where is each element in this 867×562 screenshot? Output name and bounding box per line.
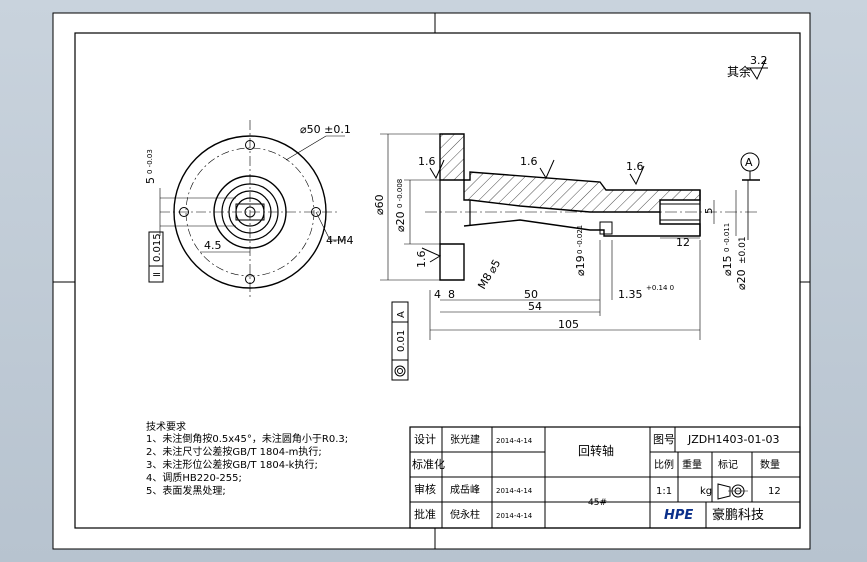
dim-135-tol: +0.14 0 [646, 284, 674, 292]
dim-d20: ⌀20 [394, 211, 407, 232]
dim-d19: ⌀19 [574, 255, 587, 276]
mark-label: 标记 [718, 459, 738, 471]
drawing-no-label: 图号 [653, 433, 675, 446]
tech-item: 4、调质HB220-255; [146, 472, 242, 484]
tech-requirements: 技术要求 1、未注倒角按0.5x45°，未注圆角小于R0.3; 2、未注尺寸公差… [146, 420, 348, 497]
weight-label: 重量 [682, 458, 702, 471]
dim-d15: ⌀15 [721, 255, 734, 276]
flatness-value: 0.015 [152, 233, 163, 262]
approve-label: 批准 [414, 507, 436, 521]
flatness-symbol: = [152, 268, 161, 281]
frame-ticks [53, 13, 810, 549]
dim-d20-tol: 0 -0.008 [396, 179, 404, 208]
dim-4: 4 [434, 288, 441, 301]
flatness-frame: = 0.015 [148, 231, 164, 283]
datum-a-label: A [745, 156, 753, 169]
qty-label: 数量 [760, 458, 780, 471]
dim-d20b: ⌀20 [735, 269, 748, 290]
front-view [159, 120, 346, 300]
weight-unit: kg [700, 486, 712, 497]
dim-12: 12 [676, 236, 690, 249]
company-logo: HPE [664, 508, 693, 523]
roughness-value: 3.2 [750, 54, 768, 67]
dim-d5: ⌀5 [485, 257, 503, 275]
datum-a: A [740, 152, 760, 180]
approve-date: 2014-4-14 [496, 512, 533, 520]
section-dimensions: ⌀60 ⌀20 0 -0.008 ⌀19 0 -0.021 ⌀15 0 -0.0… [373, 179, 748, 331]
rough-3: 1.6 [626, 160, 644, 173]
rough-2: 1.6 [520, 155, 538, 168]
dim-d20b-tol: ±0.01 [738, 236, 748, 264]
dim-d19-tol: 0 -0.021 [576, 225, 584, 254]
rough-4: 1.6 [415, 251, 428, 269]
dim-front-slot-tol: 0 -0.03 [146, 149, 154, 174]
dim-front-holes: 4-M4 [326, 234, 353, 247]
review-name: 成岳峰 [450, 484, 480, 496]
scale-value: 1:1 [656, 486, 672, 497]
part-name: 回转轴 [578, 443, 614, 458]
dim-front-offset: 4.5 [204, 239, 222, 252]
scale-label: 比例 [654, 458, 674, 471]
company-name: 豪鹏科技 [712, 507, 764, 523]
dim-front-slot: 5 [144, 177, 157, 184]
review-date: 2014-4-14 [496, 487, 533, 495]
tech-item: 3、未注形位公差按GB/T 1804-k执行; [146, 458, 318, 471]
section-roughness-marks: 1.6 1.6 1.6 1.6 [415, 155, 645, 269]
design-name: 张光建 [450, 433, 480, 446]
material: 45# [588, 498, 607, 508]
paper [52, 12, 811, 550]
runout-value: 0.01 [396, 330, 407, 352]
runout-frame: A 0.01 [391, 301, 409, 381]
dim-d60: ⌀60 [373, 194, 386, 215]
runout-datum: A [396, 311, 407, 318]
dim-105: 105 [558, 318, 579, 331]
dim-54: 54 [528, 300, 542, 313]
dim-8: 8 [448, 288, 455, 301]
review-label: 审核 [414, 482, 436, 496]
dim-50: 50 [524, 288, 538, 301]
tech-title: 技术要求 [146, 420, 186, 433]
title-block-text: 设计 张光建 2014-4-14 标准化 审核 成岳峰 2014-4-14 批准… [412, 433, 781, 523]
projection-symbol [717, 483, 748, 500]
tech-item: 2、未注尺寸公差按GB/T 1804-m执行; [146, 445, 322, 458]
drawing-no: JZDH1403-01-03 [687, 433, 779, 446]
std-label: 标准化 [412, 457, 445, 471]
dim-d15-tol: 0 -0.011 [723, 223, 731, 252]
design-date: 2014-4-14 [496, 437, 533, 445]
qty-value: 12 [768, 486, 781, 497]
tech-item: 5、表面发黑处理; [146, 484, 226, 497]
roughness-general: 其余 3.2 [727, 54, 768, 81]
title-block [409, 426, 801, 529]
tech-item: 1、未注倒角按0.5x45°，未注圆角小于R0.3; [146, 432, 348, 445]
approve-name: 倪永柱 [450, 508, 480, 521]
roughness-label: 其余 [727, 64, 751, 79]
dim-135: 1.35 [618, 288, 643, 301]
section-view [380, 133, 760, 340]
design-label: 设计 [414, 433, 436, 446]
dim-front-diameter: ⌀50 ±0.1 [300, 123, 351, 136]
rough-1: 1.6 [418, 155, 436, 168]
dim-keyway: 5 [704, 208, 715, 214]
